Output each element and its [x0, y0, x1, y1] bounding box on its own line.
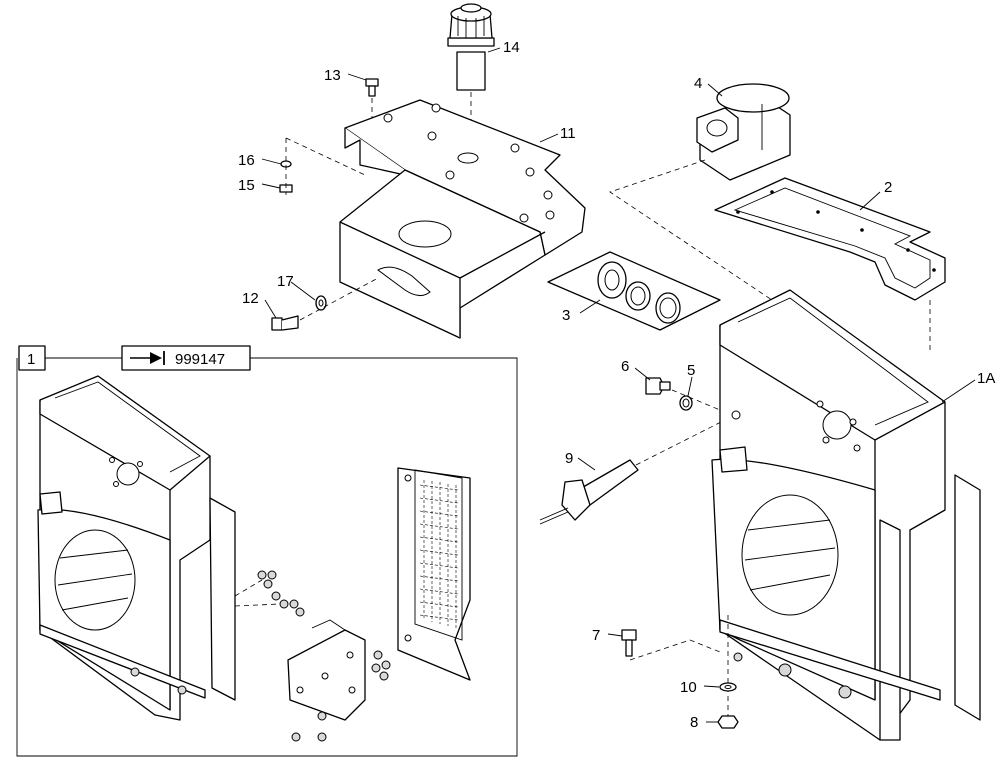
part-11-cover-plate [339, 99, 586, 339]
inset-number-box [18, 345, 46, 371]
part-2-gasket [714, 177, 946, 301]
callout-4: 4 [694, 75, 702, 92]
callout-1A: 1A [977, 370, 995, 387]
callout-6: 6 [621, 358, 629, 375]
part-5-oring [679, 395, 693, 411]
callout-15: 15 [238, 177, 255, 194]
callout-16: 16 [238, 152, 255, 169]
callout-10: 10 [680, 679, 697, 696]
callout-5: 5 [687, 362, 695, 379]
arrow-to-bar-icon [130, 351, 165, 365]
part-10-washer [719, 682, 737, 692]
callout-9: 9 [565, 450, 573, 467]
part-4-filter [696, 83, 791, 181]
part-9-sensor [539, 459, 639, 525]
callout-11: 11 [560, 125, 576, 142]
part-3-seal-kit [547, 251, 721, 331]
callout-17: 17 [277, 273, 294, 290]
part-14-filler-cap [447, 3, 495, 91]
part-17-washer [315, 295, 327, 311]
inset-number: 1 [27, 351, 35, 368]
callout-2: 2 [884, 179, 892, 196]
callout-3: 3 [562, 307, 570, 324]
part-1A-tank-body [711, 289, 981, 741]
callout-12: 12 [242, 290, 259, 307]
part-6-fitting [645, 377, 671, 395]
part-7-bolt [621, 629, 637, 657]
part-13-bolt [365, 78, 379, 97]
part-12-capscrew [271, 315, 299, 331]
part-15-nut [279, 184, 293, 193]
leader-lines [261, 47, 976, 723]
inset-variant-panel: 1 999147 [16, 345, 518, 757]
callout-14: 14 [503, 39, 520, 56]
callout-13: 13 [324, 67, 341, 84]
callout-8: 8 [690, 714, 698, 731]
part-8-nut [717, 715, 739, 729]
callout-7: 7 [592, 627, 600, 644]
inset-reference-number: 999147 [175, 351, 225, 368]
